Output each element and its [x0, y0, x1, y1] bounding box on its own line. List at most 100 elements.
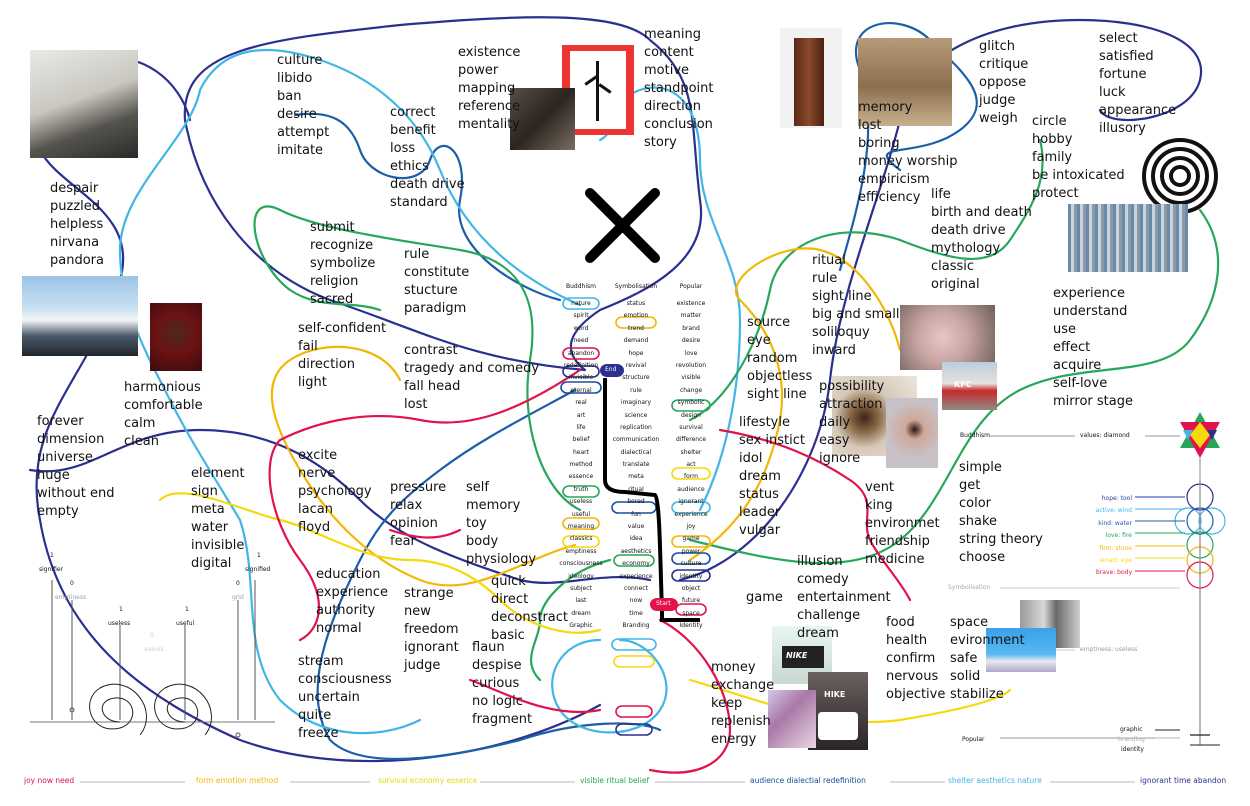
legend-item: kind: water [1098, 519, 1132, 527]
table-cell: Identity [679, 622, 703, 630]
word-item: illusory [1099, 121, 1146, 136]
word-item: clean [124, 434, 159, 449]
word-item: invisible [191, 538, 245, 553]
table-cell: abandon [567, 349, 595, 357]
word-item: recognize [310, 238, 374, 253]
table-cell: object [681, 584, 701, 592]
word-item: desire [277, 107, 317, 122]
curve-navy-mid [28, 428, 652, 584]
diagram-one-a: 1 [50, 552, 54, 559]
word-item: helpless [50, 217, 104, 232]
word-item: direction [298, 357, 355, 372]
diagram-emptiness: emptiness [55, 594, 87, 601]
curve-red-5 [388, 528, 462, 539]
legend-circles [1174, 480, 1226, 745]
word-item: correct [390, 105, 436, 120]
word-item: objectless [747, 369, 813, 384]
word-item: direct [491, 592, 529, 607]
curve-yellow-4 [688, 678, 1012, 724]
table-cell: existence [676, 300, 706, 307]
table-cell: survival [679, 423, 703, 431]
word-item: pressure [390, 480, 447, 495]
word-item: king [865, 498, 893, 513]
word-item: standard [390, 195, 448, 210]
word-item: effect [1053, 340, 1091, 355]
photo-hand-ribbons [768, 690, 816, 748]
word-item: death drive [931, 223, 1006, 238]
footer-label-5: audience dialectial redefinition [750, 776, 866, 785]
word-item: space [950, 615, 989, 630]
table-cell: matter [680, 312, 702, 320]
word-item: without end [37, 486, 115, 501]
word-item: weigh [979, 111, 1018, 126]
legend-item: love: fire [1105, 532, 1132, 540]
word-item: freeze [298, 726, 339, 741]
signifier-diagram [30, 580, 275, 738]
table-cell: ritual [628, 485, 644, 493]
table-cell: meta [628, 473, 644, 481]
table-cell: redefinition [563, 361, 599, 369]
word-item: lifestyle [739, 415, 790, 430]
word-item: vent [865, 480, 895, 495]
word-item: flaun [472, 640, 505, 655]
word-item: water [191, 520, 229, 535]
word-item: memory [858, 100, 913, 115]
table-cell: experience [674, 510, 708, 518]
word-item: freedom [404, 622, 459, 637]
photo-crowd-mosaic [1068, 204, 1188, 272]
curve-yellow-3 [158, 492, 602, 634]
word-item: protect [1032, 186, 1079, 201]
table-cell: eternal [570, 386, 592, 394]
word-item: dimension [37, 432, 105, 447]
word-item: symbolize [310, 256, 376, 271]
word-item: random [747, 351, 798, 366]
word-item: understand [1053, 304, 1128, 319]
table-cell: meaning [567, 523, 595, 531]
diagram-one-c: 1 [185, 606, 189, 613]
word-item: curious [472, 676, 520, 691]
word-item: hobby [1032, 132, 1073, 147]
kfc-sign-text: KFC [954, 380, 972, 389]
start-marker: Start [656, 600, 671, 607]
word-item: environmet [865, 516, 940, 531]
table-cell: dream [571, 609, 591, 617]
table-cell: act [686, 461, 696, 469]
table-cell: demand [623, 337, 649, 345]
word-item: calm [124, 416, 156, 431]
word-item: replenish [711, 714, 771, 729]
table-cell: science [624, 411, 648, 419]
word-item: stabilize [950, 687, 1004, 702]
word-item: string theory [959, 532, 1043, 547]
word-item: challenge [797, 608, 861, 623]
table-cell: nature [571, 300, 591, 307]
table-cell: word [573, 324, 589, 332]
word-item: content [644, 45, 694, 60]
word-item: basic [491, 628, 525, 643]
curve-green-4 [688, 208, 1220, 565]
word-item: empty [37, 504, 79, 519]
word-item: culture [277, 53, 323, 68]
legend-graphic: graphic [1120, 726, 1143, 733]
word-item: fall head [404, 379, 461, 394]
word-item: color [959, 496, 992, 511]
word-item: possibility [819, 379, 885, 394]
word-item: ignorant [404, 640, 459, 655]
table-cell: consciousness [559, 560, 603, 568]
word-item: pandora [50, 253, 104, 268]
word-item: comedy [797, 572, 849, 587]
table-cell: hope [628, 349, 644, 357]
photo-hike-box: HIKE [808, 672, 868, 750]
word-item: quick [491, 574, 526, 589]
word-item: motive [644, 63, 690, 78]
